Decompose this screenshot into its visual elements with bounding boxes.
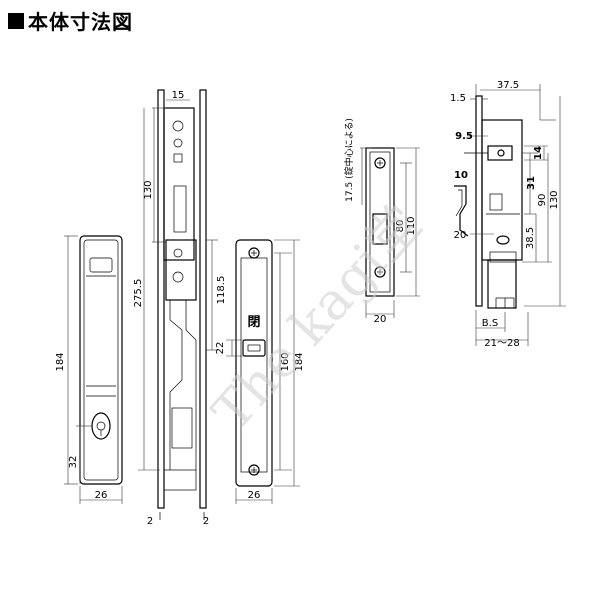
handle-width-label: 26 [95, 490, 108, 501]
front-view [226, 239, 300, 504]
handle-key-pos-label: 32 [68, 456, 79, 469]
title-square-icon [8, 12, 24, 29]
front-close-label: 閉 [247, 315, 260, 330]
strike-view [360, 147, 420, 318]
strike-110-label: 110 [406, 216, 417, 235]
right-10-label: 10 [454, 170, 468, 181]
front-160-label: 160 [280, 352, 291, 371]
right-385-label: 38.5 [525, 227, 536, 249]
lock-body-view [454, 84, 566, 346]
page-title: 本体寸法図 [8, 6, 133, 35]
front-22-label: 22 [215, 342, 226, 355]
right-range-label: 21～28 [484, 338, 519, 349]
right-90-label: 90 [537, 194, 548, 207]
side-view [138, 89, 218, 520]
front-184-label: 184 [294, 352, 305, 371]
side-130-label: 130 [143, 180, 154, 199]
right-14-label: 14 [533, 146, 544, 160]
side-top-width-label: 15 [172, 90, 185, 101]
right-130-label: 130 [549, 190, 560, 209]
side-bottom-right-label: 2 [203, 516, 209, 527]
right-20-label: 20 [454, 230, 467, 241]
handle-height-label: 184 [55, 352, 66, 371]
right-31-label: 31 [526, 176, 537, 190]
strike-note-label: 17.5 (錠中心による) [343, 118, 355, 202]
right-375-label: 37.5 [497, 80, 519, 91]
right-15-label: 1.5 [450, 93, 466, 104]
side-bottom-left-label: 2 [147, 516, 153, 527]
side-1185-label: 118.5 [216, 276, 227, 305]
handle-view [64, 235, 123, 504]
title-text: 本体寸法図 [28, 10, 133, 34]
side-2755-label: 275.5 [133, 279, 144, 308]
right-bs-label: B.S [482, 318, 498, 329]
front-width-label: 26 [248, 490, 261, 501]
strike-width-label: 20 [374, 314, 387, 325]
right-95-label: 9.5 [455, 131, 473, 142]
strike-80-label: 80 [395, 220, 406, 233]
